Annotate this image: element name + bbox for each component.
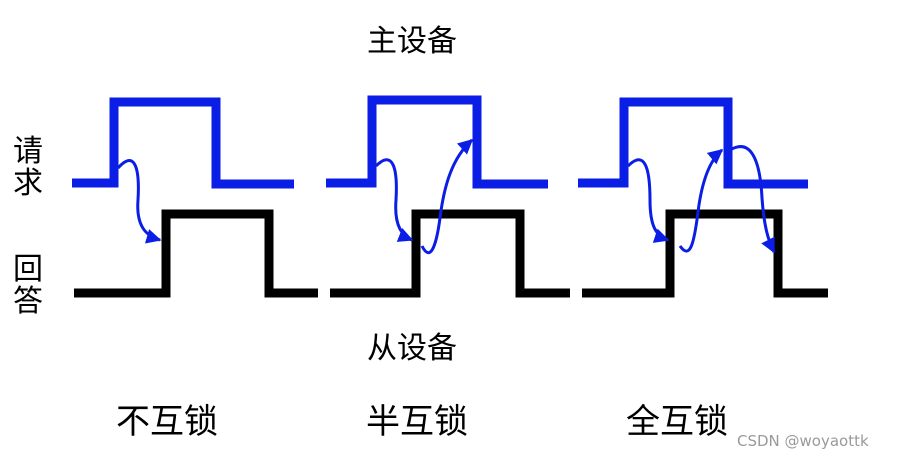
request-fall-to-answer-arrow-3 (729, 145, 776, 254)
request-to-answer-arrow-2 (374, 158, 414, 242)
answer-label: 回 答 (13, 255, 43, 317)
answer-wave-1 (74, 209, 318, 298)
answer-wave-2 (330, 209, 570, 298)
request-label-char-2: 求 (13, 166, 43, 201)
panel-full-interlock (578, 97, 828, 298)
watermark: CSDN @woyaottk (737, 432, 869, 450)
request-wave-2 (326, 95, 548, 189)
answer-wave-3 (582, 209, 828, 298)
answer-to-request-arrow-3 (678, 148, 724, 253)
master-device-label: 主设备 (367, 24, 457, 59)
answer-label-char-2: 答 (13, 284, 43, 319)
slave-device-label: 从设备 (367, 331, 457, 366)
mode-label-no-interlock: 不互锁 (116, 402, 218, 442)
answer-to-request-arrow-2 (420, 138, 474, 255)
panel-semi-interlock (326, 95, 570, 298)
request-to-answer-arrow-1 (116, 159, 162, 244)
request-wave-1 (72, 97, 294, 189)
request-to-answer-arrow-3 (626, 158, 670, 243)
request-wave-3 (578, 97, 808, 189)
mode-label-semi-interlock: 半互锁 (366, 402, 468, 442)
panel-no-interlock (72, 97, 318, 298)
mode-label-full-interlock: 全互锁 (626, 402, 728, 442)
request-label: 请 求 (13, 137, 43, 199)
answer-label-char-1: 回 (13, 252, 43, 287)
request-label-char-1: 请 (13, 134, 43, 169)
